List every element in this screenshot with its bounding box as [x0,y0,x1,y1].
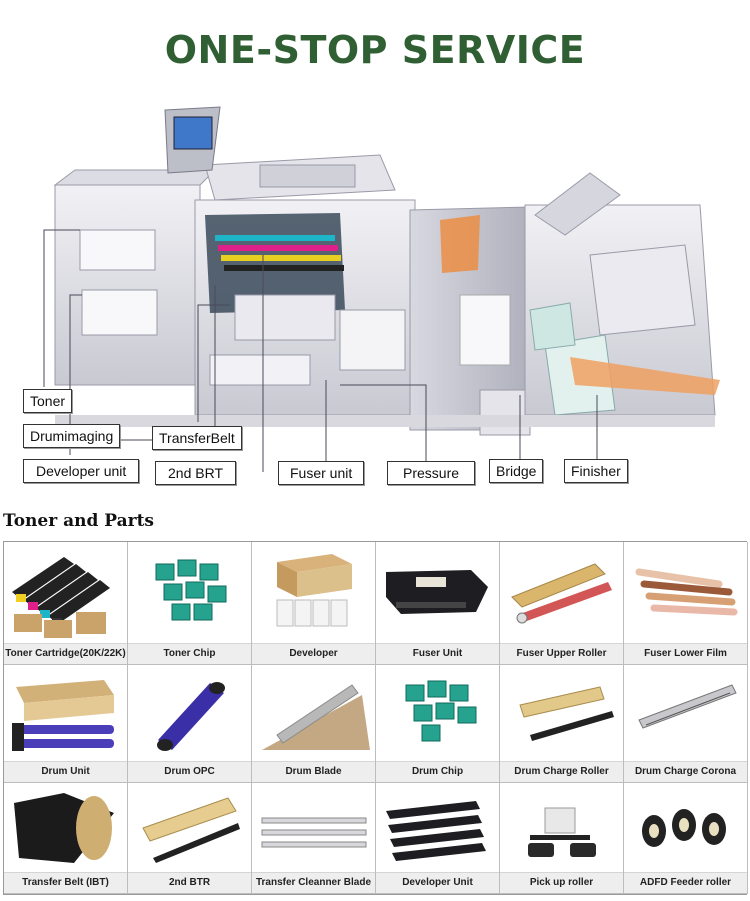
part-card[interactable]: Pick up roller [500,783,624,894]
part-label: Drum Charge Corona [624,761,747,782]
part-card[interactable]: Fuser Upper Roller [500,542,624,665]
part-label: Toner Cartridge(20K/22K) [4,643,127,664]
parts-grid: Toner Cartridge(20K/22K) Toner Chip Deve… [3,541,748,895]
part-card[interactable]: Fuser Lower Film [624,542,748,665]
part-card[interactable]: Developer Unit [376,783,500,894]
toner-cartridge-image [12,557,110,638]
fuser-upper-roller-image [511,563,612,624]
part-label: Transfer Cleanner Blade [252,872,375,893]
page-title: ONE-STOP SERVICE [164,28,586,72]
part-label: 2nd BTR [128,872,251,893]
part-label: Pick up roller [500,872,623,893]
part-label: Drum Blade [252,761,375,782]
part-label: Fuser Upper Roller [500,643,623,664]
part-label: Fuser Lower Film [624,643,747,664]
part-label: Drum Charge Roller [500,761,623,782]
part-card[interactable]: Drum Charge Corona [624,665,748,783]
callout-finisher: Finisher [564,459,628,483]
part-label: Drum Chip [376,761,499,782]
adfd-feeder-roller-image [642,809,726,847]
drum-blade-image [262,684,370,750]
part-card[interactable]: Developer [252,542,376,665]
drum-charge-corona-image [638,684,737,729]
transfer-belt-image [14,793,114,863]
developer-image [276,554,352,627]
part-label: Developer [252,643,375,664]
callout-fuser-unit: Fuser unit [278,461,365,485]
drum-charge-roller-image [519,686,614,741]
developer-unit-image [386,801,486,861]
2nd-btr-image [142,797,240,863]
part-card[interactable]: Drum Blade [252,665,376,783]
part-card[interactable]: Transfer Belt (IBT) [4,783,128,894]
part-card[interactable]: Drum OPC [128,665,252,783]
callout-bridge: Bridge [489,459,544,483]
part-card[interactable]: Toner Chip [128,542,252,665]
toner-chip-image [155,559,227,621]
printer-diagram [43,106,720,472]
part-card[interactable]: Drum Unit [4,665,128,783]
section-title: Toner and Parts [3,511,154,531]
part-card[interactable]: ADFD Feeder roller [624,783,748,894]
fuser-unit-image [386,570,488,614]
fuser-lower-film-image [635,568,738,616]
callout-2nd-brt: 2nd BRT [155,461,236,485]
drum-opc-image [157,682,225,751]
pick-up-roller-image [528,807,596,857]
part-label: Toner Chip [128,643,251,664]
part-label: Drum Unit [4,761,127,782]
part-card[interactable]: Drum Charge Roller [500,665,624,783]
transfer-cleaner-blade-image [261,817,367,848]
drum-chip-image [405,680,477,742]
part-label: ADFD Feeder roller [624,872,747,893]
part-label: Developer Unit [376,872,499,893]
part-label: Transfer Belt (IBT) [4,872,127,893]
part-card[interactable]: Fuser Unit [376,542,500,665]
part-card[interactable]: Transfer Cleanner Blade [252,783,376,894]
part-label: Fuser Unit [376,643,499,664]
part-label: Drum OPC [128,761,251,782]
part-card[interactable]: 2nd BTR [128,783,252,894]
callout-transferbelt: TransferBelt [152,426,242,450]
callout-drumimaging: Drumimaging [23,424,121,448]
part-card[interactable]: Toner Cartridge(20K/22K) [4,542,128,665]
callout-pressure: Pressure [387,461,476,485]
part-card[interactable]: Drum Chip [376,665,500,783]
callout-toner: Toner [23,389,73,413]
callout-developer-unit: Developer unit [23,459,140,483]
drum-unit-image [12,680,114,751]
